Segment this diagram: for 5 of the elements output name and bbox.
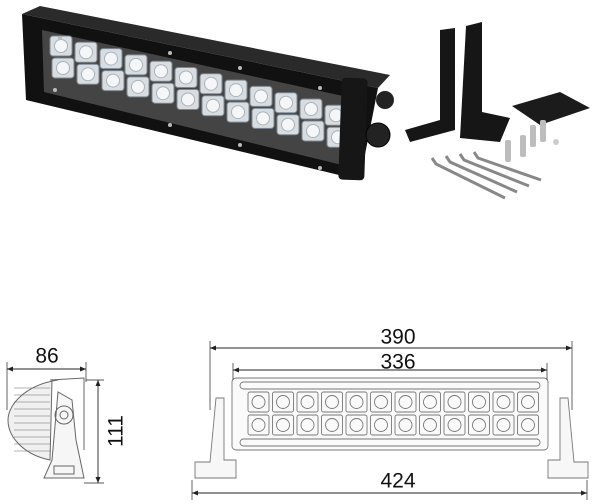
dimension-label: 86 bbox=[35, 346, 59, 366]
dimension-label: 390 bbox=[380, 326, 416, 348]
dimension-label: 424 bbox=[380, 470, 416, 492]
dimension-label: 336 bbox=[380, 352, 416, 372]
dimension-label: 111 bbox=[106, 415, 126, 447]
